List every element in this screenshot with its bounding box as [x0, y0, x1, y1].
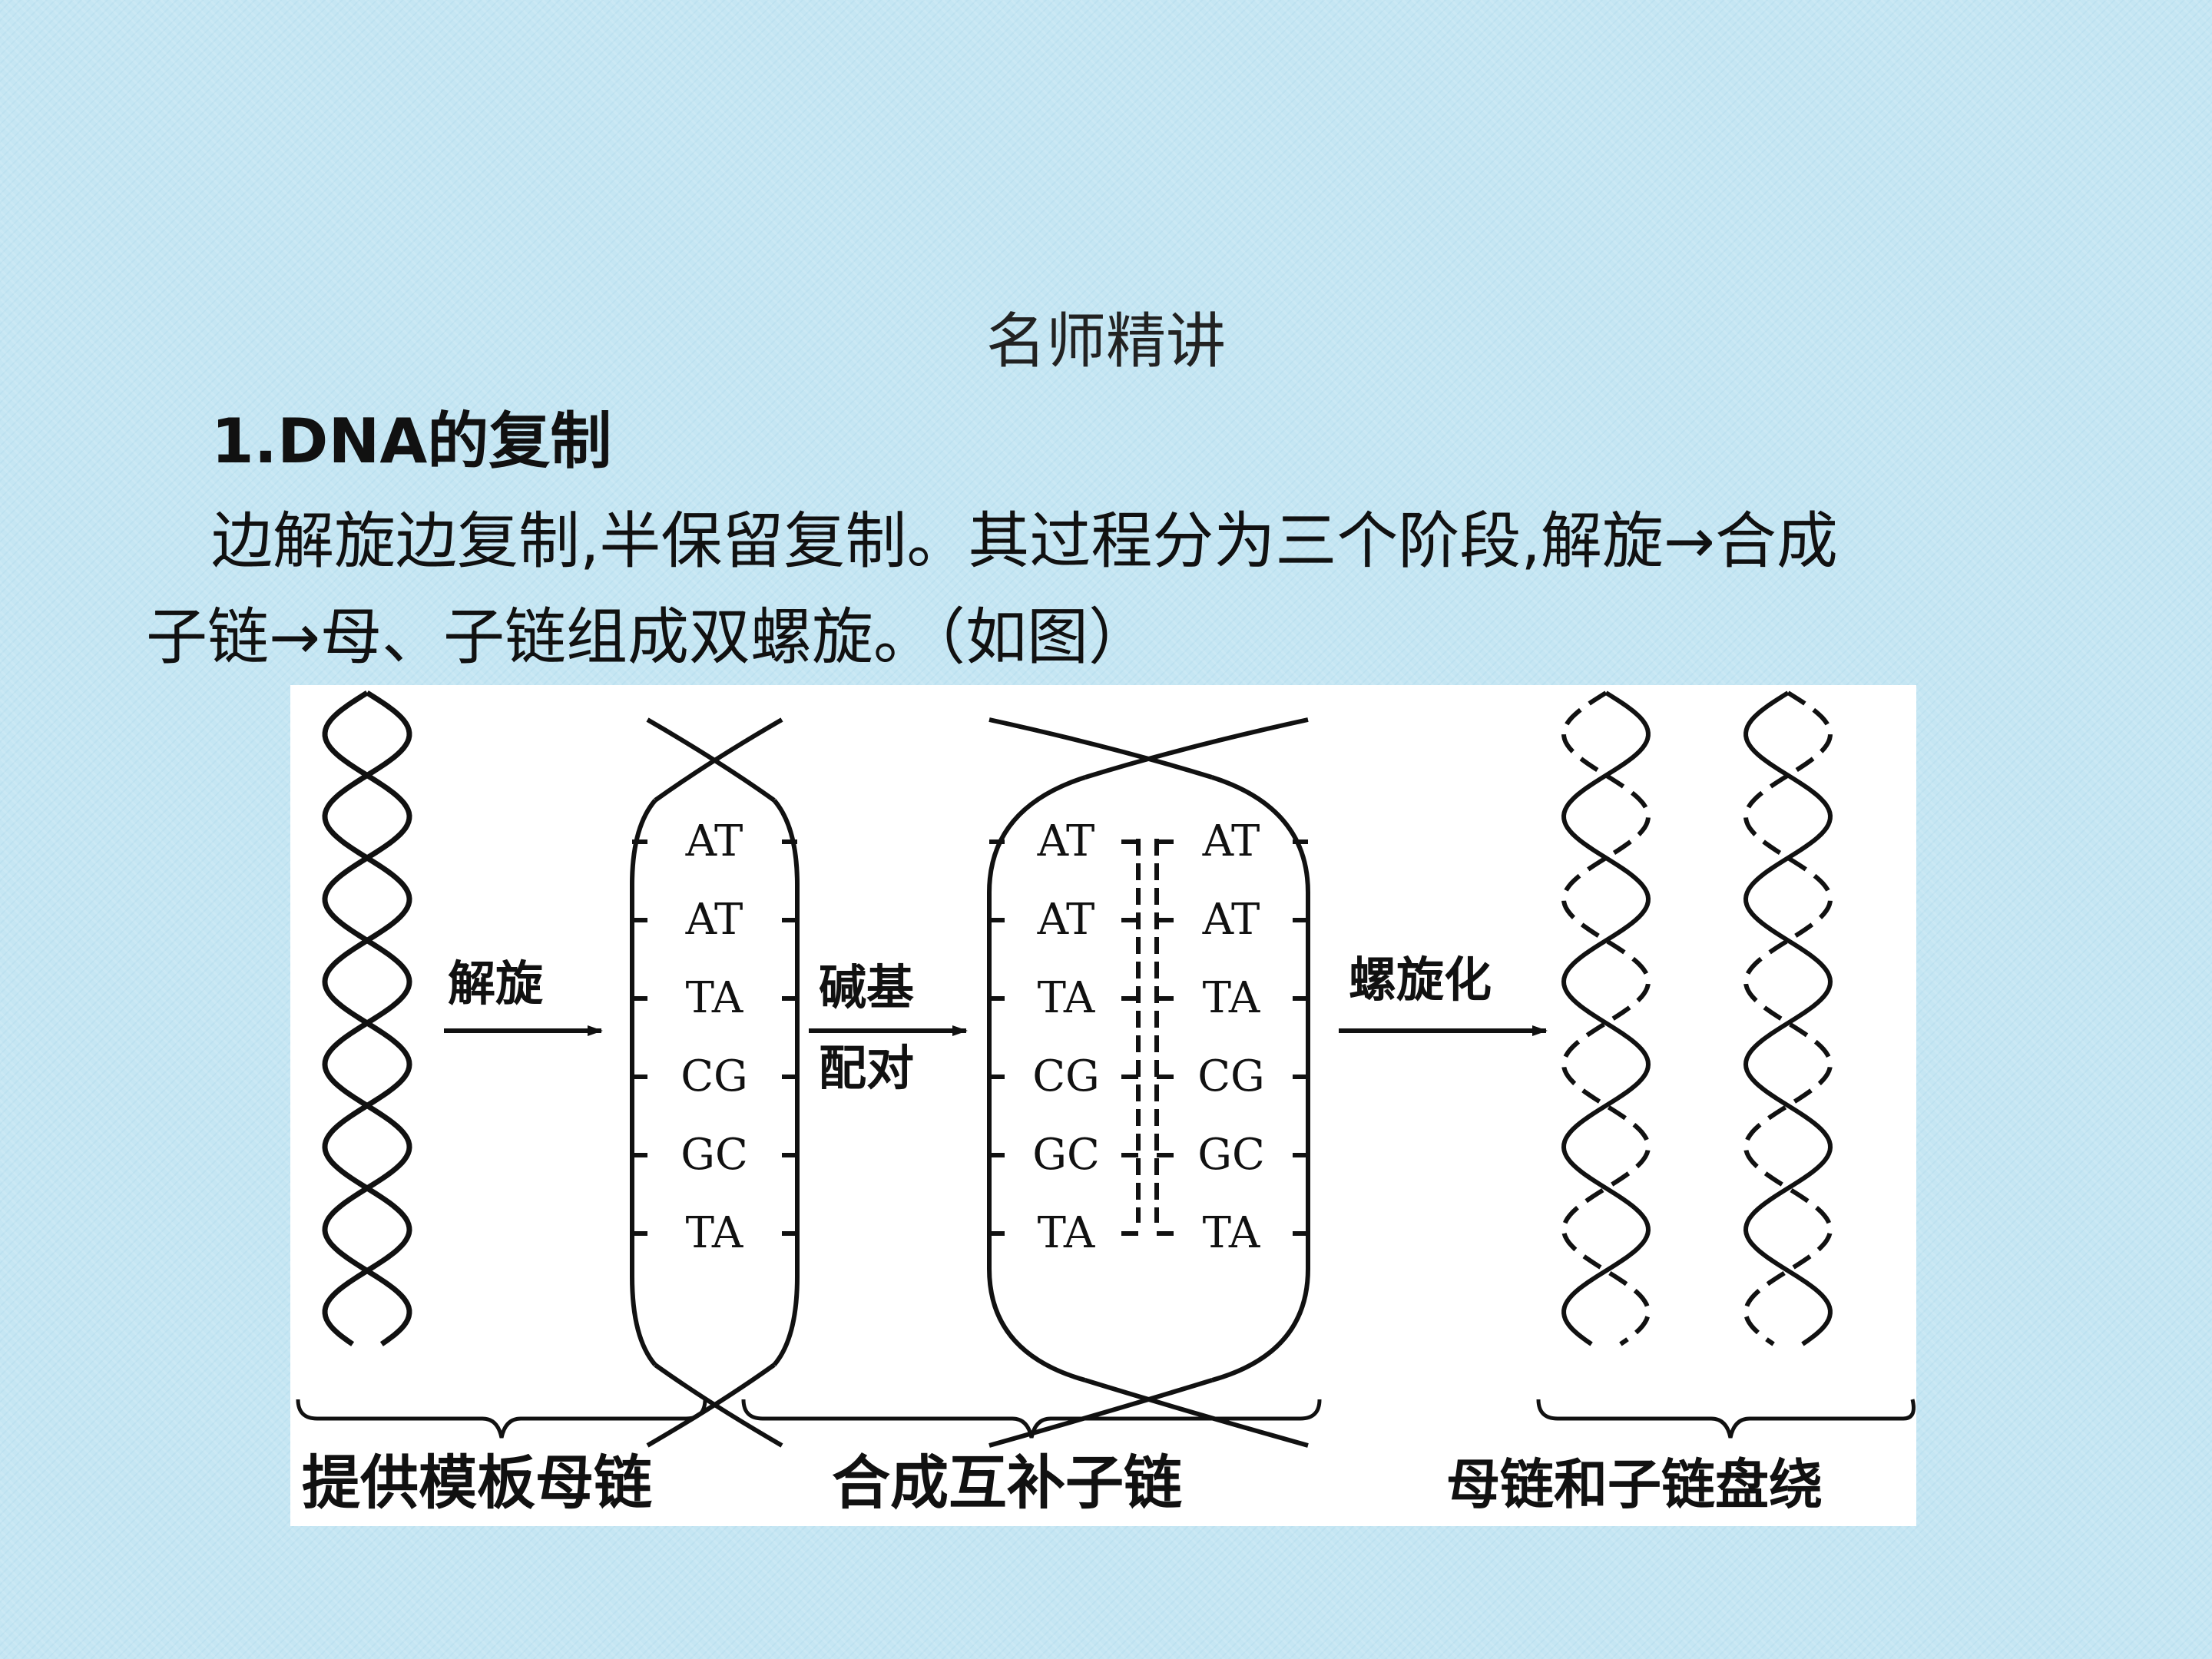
left-base-pair: TA — [1038, 1208, 1095, 1258]
parent-strand — [1561, 690, 1651, 1346]
left-base-pair: TA — [1038, 973, 1095, 1023]
daughter-strand — [1743, 690, 1833, 1346]
brace-stage3 — [1536, 1399, 1916, 1439]
left-base-pair: AT — [1037, 816, 1095, 866]
right-base-pair: TA — [1203, 973, 1260, 1023]
helix-formation-label: 螺旋化 — [1349, 952, 1492, 1008]
left-base-pair: AT — [1037, 895, 1095, 945]
right-base-pair: AT — [1202, 895, 1260, 945]
template-base-pair: TA — [686, 973, 743, 1023]
right-base-pair: TA — [1203, 1208, 1260, 1258]
parent-strand — [1743, 690, 1833, 1346]
brace-stage2 — [741, 1399, 1322, 1439]
left-base-pair: GC — [1032, 1130, 1100, 1180]
right-base-pair: CG — [1197, 1051, 1265, 1101]
parent-strand-1 — [322, 690, 412, 1346]
template-base-pair: TA — [686, 1208, 743, 1258]
template-base-pairs: AT AT TA CG GC TA — [632, 816, 797, 1258]
parent-double-helix — [322, 690, 412, 1346]
right-base-pair: GC — [1197, 1130, 1265, 1180]
base-pairing-label-2: 配对 — [819, 1040, 914, 1096]
stage3-label: 母链和子链盘绕 — [1446, 1453, 1823, 1516]
daughter-strand — [1561, 690, 1651, 1346]
template-base-pair: AT — [685, 895, 743, 945]
synthesized-base-pairs: AT AT AT AT TA TA CG CG GC GC TA TA — [989, 816, 1308, 1258]
section-heading: 1.DNA的复制 — [211, 406, 612, 477]
right-base-pair: AT — [1202, 816, 1260, 866]
parent-strand-2 — [322, 690, 412, 1346]
unwind-label: 解旋 — [448, 955, 543, 1012]
template-base-pair: AT — [685, 816, 743, 866]
slide-title: 名师精讲 — [985, 307, 1226, 376]
daughter-double-helix-2 — [1743, 690, 1833, 1346]
template-base-pair: CG — [680, 1051, 748, 1101]
daughter-double-helix-1 — [1561, 690, 1651, 1346]
dna-replication-diagram: 解旋 AT AT TA CG GC TA 碱基 配对 AT AT AT AT TA TA CG CG GC… — [290, 685, 1916, 1526]
stage2-label: 合成互补子链 — [832, 1449, 1182, 1517]
daughter-strand-synthesis — [987, 717, 1310, 1448]
stage1-label: 提供模板母链 — [302, 1449, 652, 1517]
brace-stage1 — [296, 1399, 707, 1439]
stage-braces — [296, 1399, 1916, 1439]
body-text-line-2: 子链→母、子链组成双螺旋。（如图） — [146, 601, 1151, 673]
base-pairing-label-1: 碱基 — [819, 959, 914, 1015]
body-text-line-1: 边解旋边复制,半保留复制。其过程分为三个阶段,解旋→合成 — [211, 505, 1838, 577]
template-base-pair: GC — [680, 1130, 748, 1180]
left-base-pair: CG — [1032, 1051, 1100, 1101]
unwound-template-strands — [630, 717, 800, 1448]
